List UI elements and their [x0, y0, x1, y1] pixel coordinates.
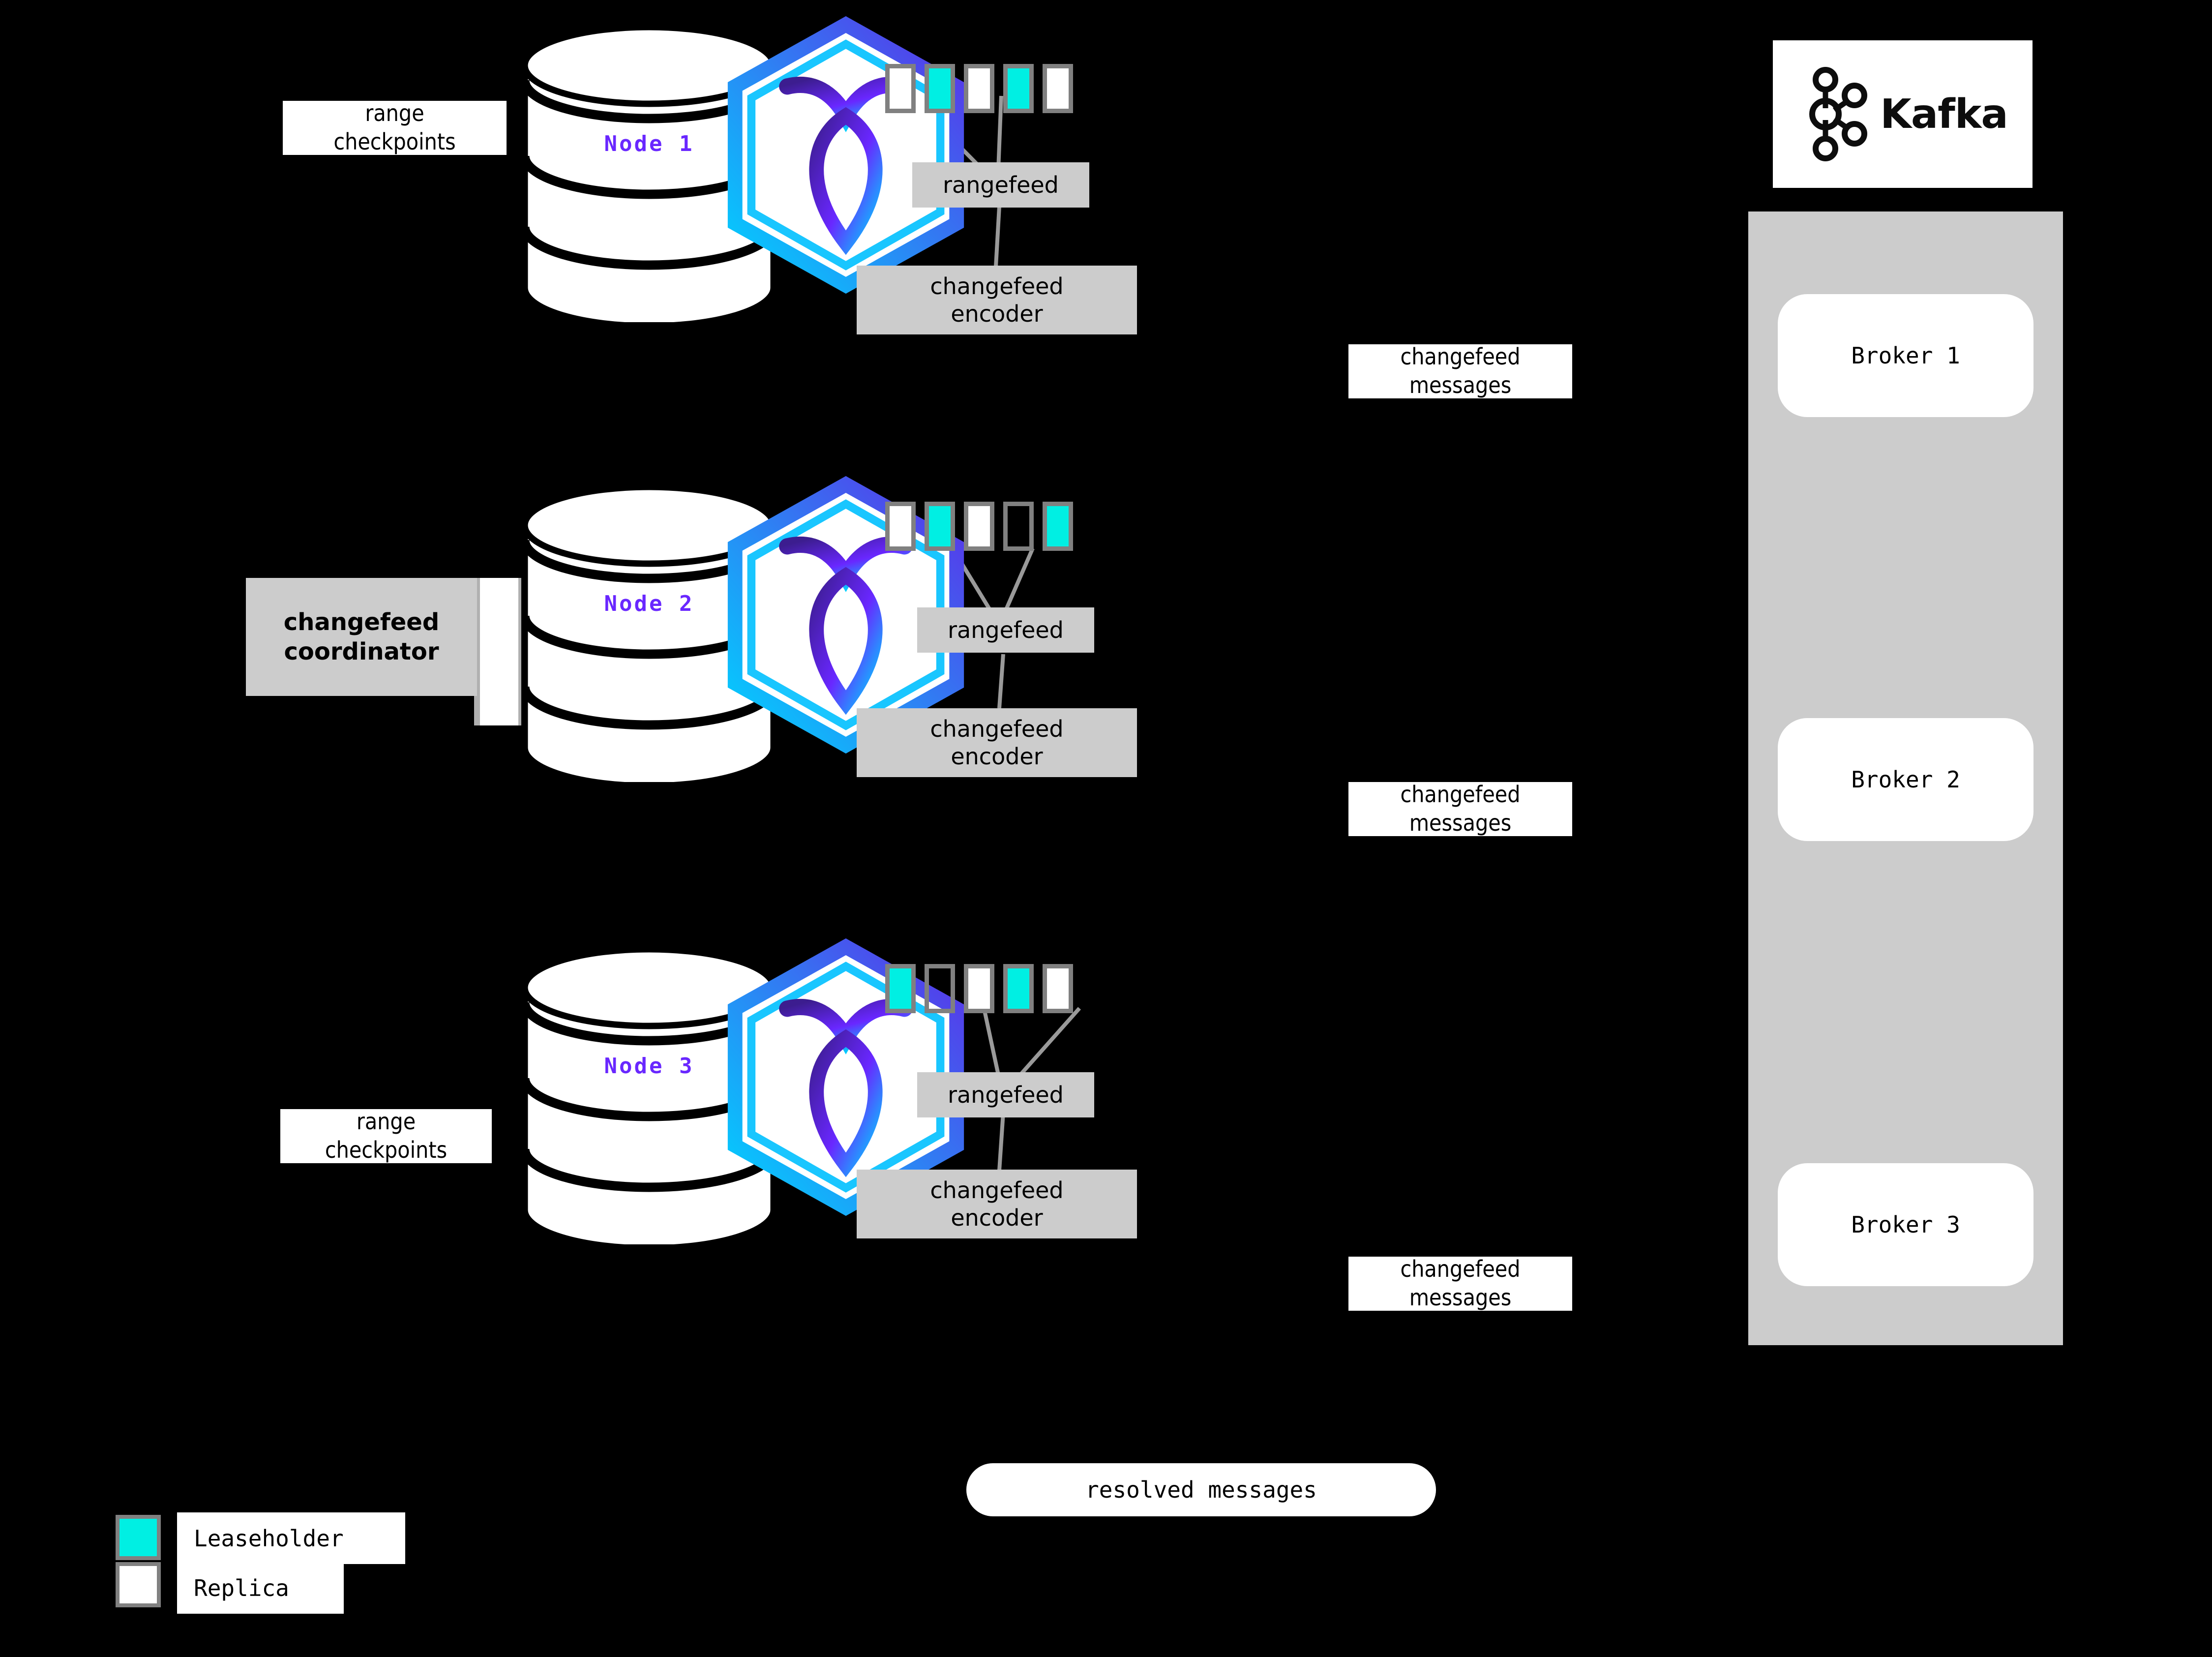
encoder-line: changefeed: [930, 715, 1064, 742]
range-leaseholder[interactable]: [1003, 964, 1034, 1013]
legend: Leaseholder Replica: [116, 1512, 460, 1623]
label-line: changefeed: [1400, 781, 1521, 808]
label-line: range: [356, 1108, 416, 1135]
coordinator-body: changefeed coordinator: [246, 578, 477, 696]
legend-label-leaseholder: Leaseholder: [177, 1512, 405, 1564]
kafka-cluster-panel: Broker 1 Broker 2 Broker 3: [1748, 211, 2063, 1345]
range-replica[interactable]: [885, 64, 916, 113]
node-1-ranges: [885, 64, 1073, 113]
node-2: Node 2: [519, 476, 964, 782]
coordinator-arrow-icon: [474, 578, 521, 725]
kafka-nodes-icon: [1809, 67, 1868, 161]
range-replica[interactable]: [1043, 64, 1073, 113]
range-leaseholder[interactable]: [1043, 502, 1073, 551]
coordinator-line: coordinator: [284, 638, 439, 665]
changefeed-messages-label-1: changefeed messages: [1348, 343, 1572, 398]
legend-label-replica: Replica: [177, 1562, 344, 1614]
broker-1[interactable]: Broker 1: [1778, 294, 2033, 417]
label-line: messages: [1409, 1284, 1512, 1311]
broker-3[interactable]: Broker 3: [1778, 1163, 2033, 1286]
node-2-ranges: [885, 502, 1073, 551]
rangefeed-box-2[interactable]: rangefeed: [917, 607, 1094, 653]
label-line: messages: [1409, 810, 1512, 836]
rangefeed-box-1[interactable]: rangefeed: [912, 162, 1089, 208]
label-line: changefeed: [1400, 343, 1521, 370]
node-1: Node 1: [519, 16, 964, 322]
changefeed-encoder-box-3[interactable]: changefeed encoder: [857, 1170, 1137, 1238]
node-3-ranges: [885, 964, 1073, 1013]
range-replica[interactable]: [1043, 964, 1073, 1013]
encoder-line: changefeed: [930, 1176, 1064, 1204]
cockroachdb-logo-icon: [716, 467, 964, 754]
range-checkpoints-label-3: range checkpoints: [280, 1108, 492, 1163]
range-leaseholder[interactable]: [885, 964, 916, 1013]
range-leaseholder[interactable]: [925, 64, 955, 113]
node-cylinder-icon: [520, 487, 778, 782]
encoder-line: changefeed: [930, 272, 1064, 300]
range-replica[interactable]: [964, 64, 994, 113]
range-replica[interactable]: [885, 502, 916, 551]
range-leaseholder[interactable]: [1003, 64, 1034, 113]
rangefeed-box-3[interactable]: rangefeed: [917, 1072, 1094, 1117]
changefeed-encoder-box-2[interactable]: changefeed encoder: [857, 708, 1137, 777]
changefeed-coordinator[interactable]: changefeed coordinator: [246, 578, 521, 725]
label-line: changefeed: [1400, 1256, 1521, 1283]
legend-swatch-leaseholder: [116, 1515, 161, 1560]
label-line: range: [365, 100, 424, 127]
changefeed-encoder-box-1[interactable]: changefeed encoder: [857, 266, 1137, 334]
encoder-line: encoder: [951, 1205, 1043, 1231]
label-line: messages: [1409, 372, 1512, 398]
changefeed-messages-label-3: changefeed messages: [1348, 1256, 1572, 1311]
resolved-messages-pill[interactable]: resolved messages: [966, 1463, 1436, 1516]
range-checkpoints-label-1: range checkpoints: [283, 100, 507, 155]
label-line: checkpoints: [325, 1137, 448, 1163]
changefeed-messages-label-2: changefeed messages: [1348, 781, 1572, 836]
label-line: checkpoints: [333, 128, 456, 155]
encoder-line: encoder: [951, 301, 1043, 327]
range-empty[interactable]: [925, 964, 955, 1013]
encoder-line: encoder: [951, 743, 1043, 770]
range-leaseholder[interactable]: [925, 502, 955, 551]
legend-swatch-replica: [116, 1562, 161, 1607]
kafka-wordmark: Kafka: [1880, 90, 2008, 138]
kafka-logo-box: Kafka: [1773, 40, 2033, 188]
broker-2[interactable]: Broker 2: [1778, 718, 2033, 841]
cockroachdb-logo-icon: [716, 7, 964, 294]
range-replica[interactable]: [964, 502, 994, 551]
range-replica[interactable]: [964, 964, 994, 1013]
node-3: Node 3: [519, 938, 964, 1244]
coordinator-line: changefeed: [283, 608, 440, 636]
cockroachdb-logo-icon: [716, 930, 964, 1216]
range-empty[interactable]: [1003, 502, 1034, 551]
